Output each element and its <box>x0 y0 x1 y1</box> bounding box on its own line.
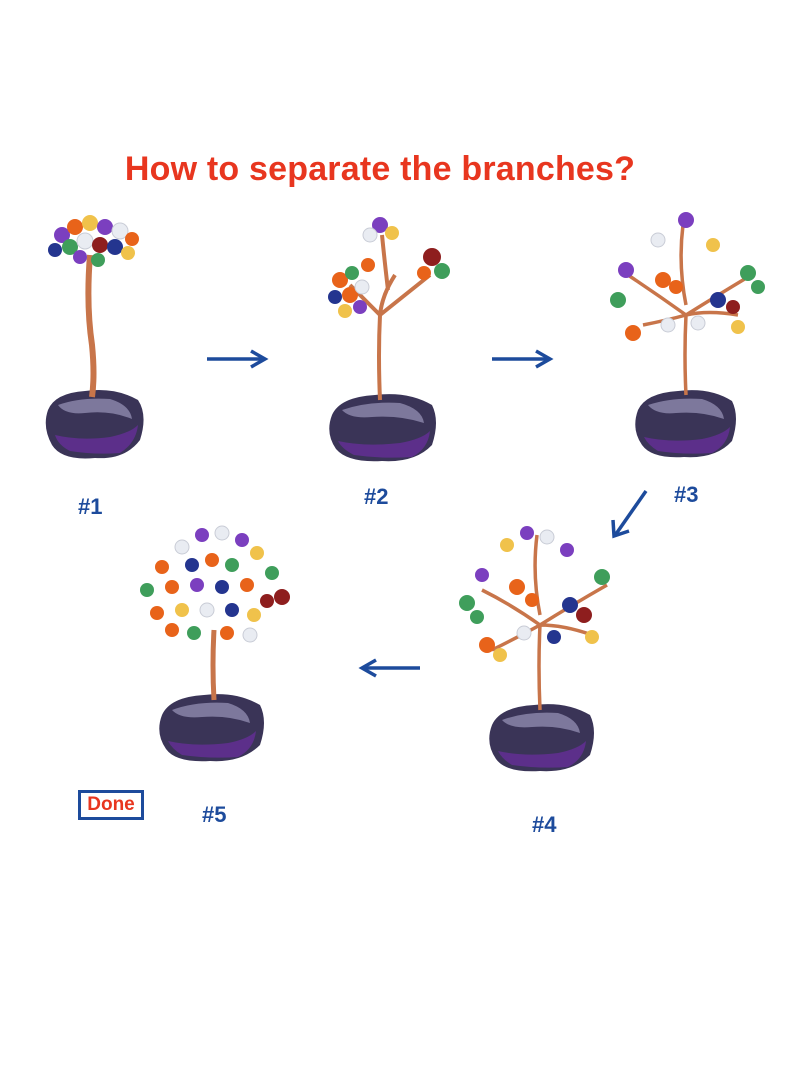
gem-cluster <box>140 525 290 643</box>
page-title: How to separate the branches? <box>124 150 636 188</box>
tree-step-4-image <box>459 526 610 772</box>
tree-step-3-image <box>610 212 765 458</box>
trunk-wire <box>210 629 217 701</box>
arrow-right-icon <box>492 349 554 369</box>
step-label-3: #3 <box>674 482 699 507</box>
tree-step-1-image <box>45 215 144 459</box>
gem-cluster <box>610 212 765 341</box>
gem-cluster <box>459 526 610 662</box>
step-label-4: #4 <box>532 812 557 837</box>
done-badge: Done <box>78 790 144 820</box>
trunk-wire <box>348 234 432 401</box>
rock-base <box>635 390 736 458</box>
trunk-wire <box>481 534 608 711</box>
trunk-wire <box>85 254 97 398</box>
step-label-1: #1 <box>78 494 103 519</box>
rock-base <box>489 704 594 772</box>
rock-base <box>329 394 436 462</box>
rock-base <box>159 694 264 762</box>
gem-cluster <box>48 215 139 267</box>
arrow-right-icon <box>207 349 269 369</box>
gem-cluster <box>328 217 450 318</box>
step-label-2: #2 <box>364 484 389 509</box>
rock-base <box>45 390 144 459</box>
arrow-left-icon <box>358 658 420 678</box>
arrow-down-left-icon <box>611 489 648 539</box>
tree-step-2-image <box>328 217 450 462</box>
step-label-5: #5 <box>202 802 227 827</box>
tree-step-5-image <box>140 525 290 762</box>
